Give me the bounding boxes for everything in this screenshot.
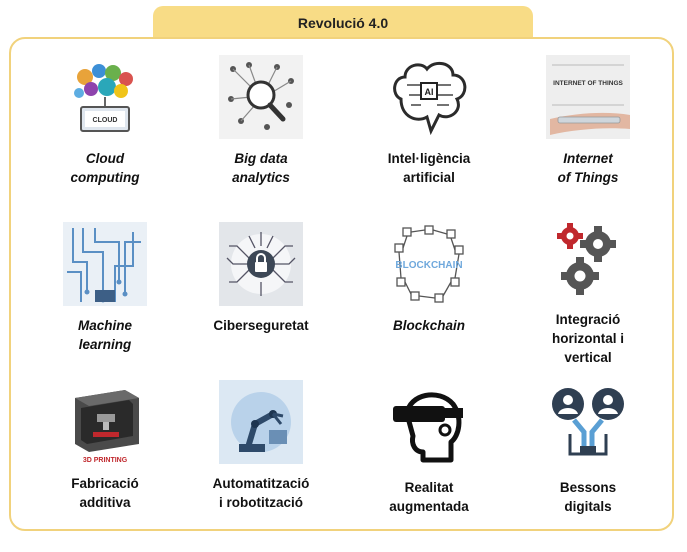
item-label-line: horizontal i [552,331,624,346]
cybersecurity-lock-icon [219,222,303,306]
cloud-computing-icon: CLOUD [74,64,133,132]
gears-icon [557,223,616,295]
item-label-line: Integració [555,312,621,327]
item-label-line: Realitat [404,480,454,495]
item-label-line: of Things [557,170,619,185]
item-additive-manufacturing: 3D PRINTING Fabricació additiva [25,384,185,514]
ai-badge: AI [425,87,434,97]
item-label-line: Machine [77,318,132,333]
item-label-line: digitals [564,499,612,514]
item-label-line: additiva [79,495,131,510]
item-label-line: Internet [563,151,613,166]
item-big-data: Big data analytics [181,55,341,195]
item-cybersecurity: Ciberseguretat [181,222,341,362]
diagram-title: Revolució 4.0 [153,6,533,40]
blockchain-badge: BLOCKCHAIN [395,260,462,271]
item-automation-robotics: Automatització i robotització [181,380,341,514]
item-artificial-intelligence: AI Intel·ligència artificial [349,55,509,195]
item-label-line: Blockchain [392,318,466,333]
3d-printing-badge: 3D PRINTING [83,457,128,464]
item-label-line: Automatització [212,476,310,491]
item-label-line: augmentada [389,499,469,514]
iot-badge: INTERNET OF THINGS [553,80,623,87]
item-blockchain: BLOCKCHAIN Blockchain [349,222,509,362]
item-label-line: Big data [234,151,288,166]
digital-twins-icon [552,388,624,456]
item-label-line: analytics [232,170,290,185]
item-label-line: learning [78,337,132,352]
item-label-line: i robotització [219,495,303,510]
item-label-line: computing [70,170,140,185]
item-label-line: vertical [564,350,612,365]
cloud-badge: CLOUD [93,117,118,124]
vr-headset-icon [393,392,463,463]
item-label-line: Cloud [85,151,125,166]
item-internet-of-things: INTERNET OF THINGS Internet of Things [508,55,668,195]
item-augmented-reality: Realitat augmentada [349,384,509,514]
item-machine-learning: Machine learning [25,222,185,362]
item-label-line: Ciberseguretat [213,318,309,333]
item-label-line: Fabricació [71,476,139,491]
ai-brain-icon: AI [393,61,467,136]
robot-arm-icon [219,380,303,464]
item-label-line: Intel·ligència [387,151,471,166]
item-integration: Integració horizontal i vertical [508,222,668,365]
3d-printer-icon: 3D PRINTING [75,390,139,464]
iot-icon: INTERNET OF THINGS [546,55,630,139]
big-data-icon [219,55,303,139]
item-label-line: artificial [403,170,455,185]
machine-learning-icon [63,222,147,306]
blockchain-icon: BLOCKCHAIN [394,225,464,303]
item-cloud-computing: CLOUD Cloud computing [25,55,185,195]
item-digital-twins: Bessons digitals [508,384,668,514]
item-label-line: Bessons [559,480,617,495]
